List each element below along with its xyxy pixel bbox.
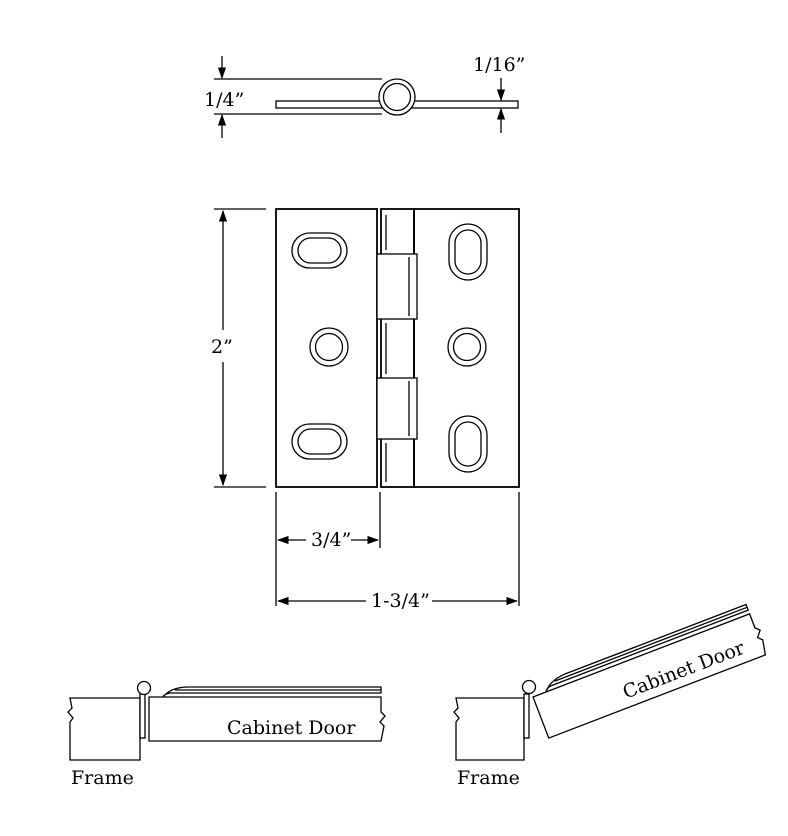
hinge-knuckle-open <box>521 679 537 695</box>
label-total-width: 1-3/4” <box>371 590 430 612</box>
right-leaf-edge <box>411 100 519 109</box>
label-leaf-thickness: 1/4” <box>204 89 244 111</box>
label-plate-thickness: 1/16” <box>473 54 525 76</box>
closed-installation: Cabinet Door Frame <box>67 680 386 789</box>
slot-hole-top-right <box>448 223 488 281</box>
slot-hole-bottom-left <box>291 423 348 460</box>
top-edge-view: 1/4” 1/16” <box>204 54 525 138</box>
slot-hole-top-left <box>291 232 348 269</box>
right-screw-holes <box>447 223 488 473</box>
label-door-closed: Cabinet Door <box>227 717 356 739</box>
hinge-leaf-open <box>523 693 530 739</box>
label-height: 2” <box>211 336 233 358</box>
knuckle-barrel <box>380 208 415 488</box>
label-frame-closed: Frame <box>71 767 134 789</box>
door-open-rotated: Cabinet Door <box>532 603 767 739</box>
frame-closed <box>67 697 141 761</box>
knuckle-outer <box>378 78 416 116</box>
left-screw-holes <box>291 232 349 460</box>
hinge-knuckle-closed <box>136 680 152 696</box>
slot-hole-bottom-right <box>448 415 488 473</box>
door-closed <box>148 696 386 742</box>
left-leaf <box>275 208 378 488</box>
hinge-plate-closed <box>162 686 382 698</box>
front-view: 2” 3/4” 1-3/4” <box>211 208 520 612</box>
label-leaf-width: 3/4” <box>311 529 351 551</box>
hinge-leaf-closed <box>139 693 146 739</box>
open-installation: Cabinet Door Frame <box>453 603 767 789</box>
door-open <box>532 613 767 739</box>
left-leaf-edge <box>275 100 383 109</box>
label-frame-open: Frame <box>457 767 520 789</box>
frame-open <box>453 697 525 761</box>
knuckle-inner <box>382 82 412 112</box>
knuckle-segments <box>376 215 418 482</box>
